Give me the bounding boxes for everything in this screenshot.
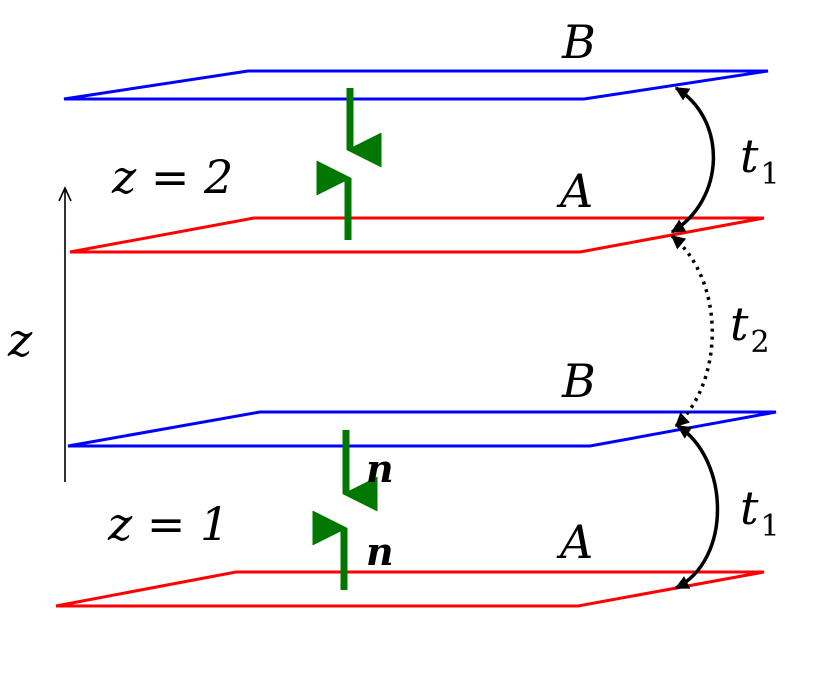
hopping-label-t1-lower-sub: 1 <box>761 509 780 544</box>
hopping-label-t2-sub: 2 <box>751 325 770 360</box>
layer-a-upper-label: A <box>556 164 593 218</box>
group-label-z2: z = 2 <box>111 150 233 204</box>
layer-b-upper-label: B <box>561 15 596 69</box>
hopping-label-t1-upper-sub: 1 <box>761 157 780 192</box>
hopping-curve-t1-lower <box>674 424 720 590</box>
layer-a-lower-label: A <box>556 515 593 569</box>
hopping-label-t2-main: t <box>730 297 749 351</box>
hopping-label-t2: t2 <box>730 297 770 360</box>
hopping-curve-t2 <box>670 234 714 428</box>
vector-n-label-upper: n <box>366 446 394 491</box>
layer-b-lower-plane <box>67 410 777 448</box>
layer-a-lower-plane <box>55 570 765 608</box>
z-axis-label: z <box>7 313 33 367</box>
vector-n-label-lower: n <box>366 529 394 574</box>
layer-b-lower-label: B <box>561 354 596 408</box>
z-axis-arrowhead <box>58 186 72 202</box>
group-label-z1: z = 1 <box>107 497 229 551</box>
hopping-label-t1-upper-main: t <box>740 129 759 183</box>
layer-b-upper-plane <box>63 69 769 101</box>
layer-a-upper-plane <box>69 216 765 254</box>
hopping-curve-t1-upper <box>670 86 716 234</box>
hopping-label-t1-lower: t1 <box>740 481 780 544</box>
hopping-label-t1-upper: t1 <box>740 129 780 192</box>
hopping-label-t1-lower-main: t <box>740 481 759 535</box>
